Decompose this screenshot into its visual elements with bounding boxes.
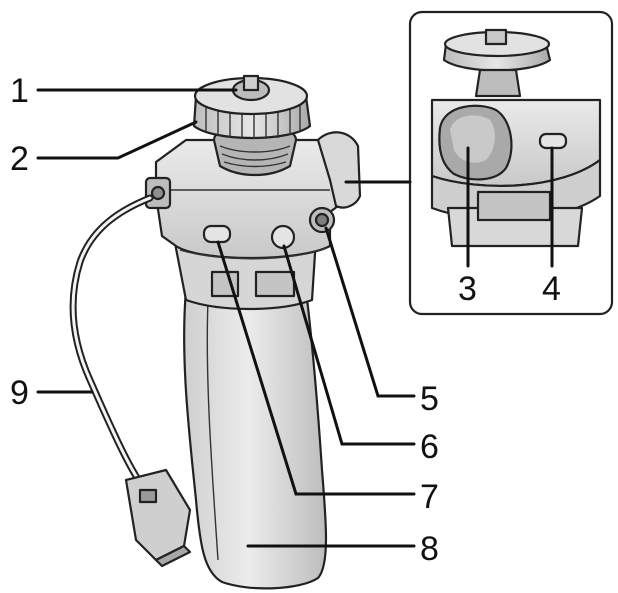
head-side-boss	[316, 131, 362, 209]
callout-6: 6	[420, 428, 439, 466]
cable-plug	[124, 468, 192, 562]
leader-5	[324, 226, 416, 398]
callout-4: 4	[542, 270, 561, 308]
callout-7: 7	[420, 478, 439, 516]
inset-neck	[474, 68, 522, 98]
inset-screw	[484, 28, 508, 46]
cable-plug-latch	[138, 488, 158, 504]
callout-8: 8	[420, 530, 439, 568]
inset-button-3-face	[450, 115, 495, 163]
button-7[interactable]	[202, 224, 232, 244]
callout-5: 5	[420, 380, 439, 418]
inset-switch-4[interactable]	[538, 132, 568, 150]
grip-handle	[183, 288, 328, 590]
leader-7	[216, 240, 416, 496]
button-5-center	[314, 212, 330, 228]
knob-knurling	[205, 100, 301, 139]
leader-2	[36, 120, 198, 160]
callout-1: 1	[10, 72, 29, 110]
remote-cable-highlight	[71, 196, 152, 490]
callout-2: 2	[10, 140, 29, 178]
callout-3: 3	[458, 270, 477, 308]
cable-plug-tip	[154, 544, 192, 568]
grip-highlight	[206, 299, 219, 561]
remote-cable	[69, 194, 154, 492]
callout-9: 9	[10, 374, 29, 412]
screw-thread	[242, 74, 260, 92]
cable-port-screw	[150, 185, 166, 201]
neck-clip-right	[254, 270, 296, 298]
leader-6	[282, 244, 416, 446]
button-6[interactable]	[270, 224, 296, 250]
joint-ridges	[219, 145, 291, 168]
inset-clip	[476, 190, 552, 222]
head-lower-seam	[179, 247, 327, 260]
